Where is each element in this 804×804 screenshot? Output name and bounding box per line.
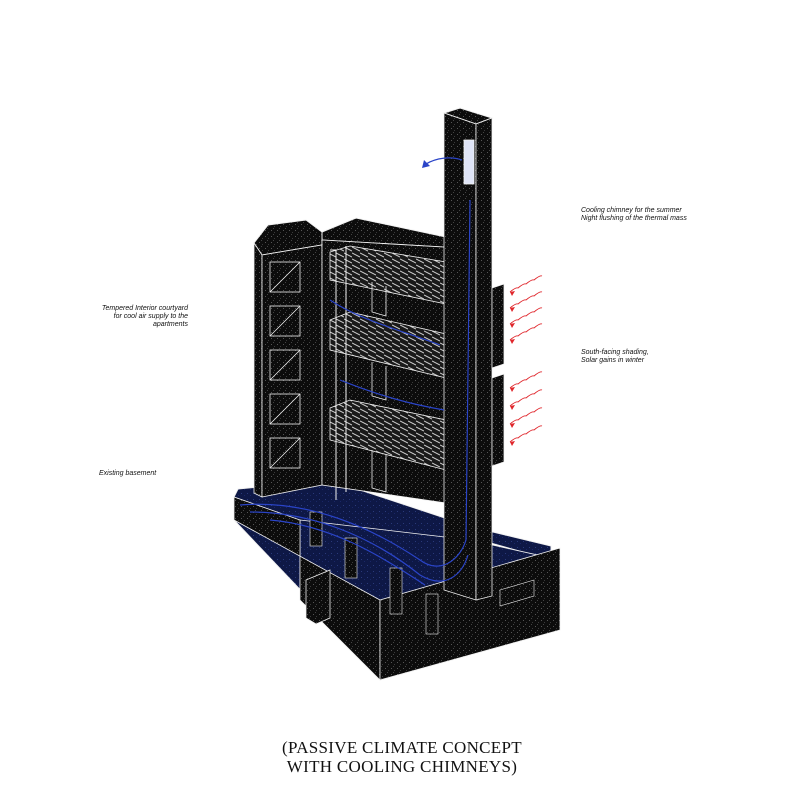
basement-front-wall — [379, 547, 561, 681]
balcony-frame — [269, 349, 301, 381]
courtyard-block — [321, 217, 461, 506]
basement-pillar — [344, 537, 358, 579]
left-wing-facade — [253, 241, 263, 498]
heat-arrow-icon — [510, 339, 515, 344]
heat-arrow-icon — [510, 441, 515, 446]
airflow-path — [269, 519, 426, 586]
annotation-chimney: Cooling chimney for the summer Night flu… — [581, 207, 687, 223]
heat-wave — [509, 307, 543, 325]
balcony-brace — [269, 305, 301, 337]
annotation-line: Existing basement — [99, 470, 157, 477]
chimney-vent — [463, 139, 475, 185]
balcony-frame — [269, 393, 301, 425]
heat-wave — [509, 275, 543, 293]
balconies — [269, 261, 301, 469]
basement-pillar — [425, 593, 439, 635]
annotation-courtyard: Tempered Interior courtyard for cool air… — [96, 305, 188, 329]
glazing — [371, 282, 387, 317]
annotation-line: South-facing shading, — [581, 349, 649, 356]
heat-arrow-icon — [510, 405, 515, 410]
left-wing — [253, 219, 323, 498]
annotation-shading: South-facing shading, Solar gains in win… — [581, 349, 649, 365]
chimney-front — [443, 112, 477, 601]
balcony-brace — [269, 349, 301, 381]
balcony-frame — [269, 437, 301, 469]
glazing — [371, 450, 387, 493]
heat-wave — [509, 291, 543, 309]
left-wing-side — [261, 244, 323, 498]
glazing — [371, 362, 387, 401]
basement-bench — [499, 579, 535, 607]
basement-column — [305, 569, 331, 625]
heat-wave — [509, 389, 543, 407]
caption-line: WITH COOLING CHIMNEYS) — [286, 757, 518, 776]
airflow-path — [329, 299, 441, 346]
balcony-frame — [269, 261, 301, 293]
annotation-line: Solar gains in winter — [581, 357, 645, 364]
heat-wave — [509, 323, 543, 341]
basement — [233, 479, 561, 681]
heat-wave — [509, 407, 543, 425]
balcony-frame — [269, 305, 301, 337]
heat-arrow-icon — [510, 307, 515, 312]
cooling-chimney — [442, 107, 494, 601]
balcony-brace — [269, 261, 301, 293]
heat-arrow-icon — [510, 423, 515, 428]
airflow-arrow-icon — [422, 160, 430, 168]
heat-wave — [509, 425, 543, 443]
chimney-side — [475, 117, 493, 601]
shading-panel-lower — [491, 373, 505, 467]
shading-panel-upper — [491, 283, 505, 369]
annotation-line: Night flushing of the thermal mass — [581, 215, 687, 222]
airflow — [239, 157, 471, 586]
airflow-path — [239, 199, 471, 567]
annotation-line: for cool air supply to the — [113, 313, 188, 320]
annotation-line: apartments — [152, 321, 188, 328]
heat-arrow-icon — [510, 323, 515, 328]
annotation-line: Tempered Interior courtyard — [101, 305, 188, 312]
heat-arrow-icon — [510, 291, 515, 296]
balcony-brace — [269, 437, 301, 469]
airflow-path — [339, 379, 445, 411]
heat-arrow-icon — [510, 387, 515, 392]
annotation-line: Cooling chimney for the summer — [581, 207, 682, 214]
airflow-path — [249, 511, 469, 582]
annotation-basement: Existing basement — [99, 470, 156, 478]
airflow-exhaust — [425, 157, 463, 165]
heat-wave — [509, 371, 543, 389]
solar-gains — [509, 275, 543, 446]
balcony-brace — [269, 393, 301, 425]
caption-line: (PASSIVE CLIMATE CONCEPT — [282, 738, 522, 757]
diagram-caption: (PASSIVE CLIMATE CONCEPT WITH COOLING CH… — [0, 738, 804, 776]
south-shading — [491, 283, 505, 467]
basement-pillar — [389, 567, 403, 615]
stair-rail — [330, 249, 337, 500]
